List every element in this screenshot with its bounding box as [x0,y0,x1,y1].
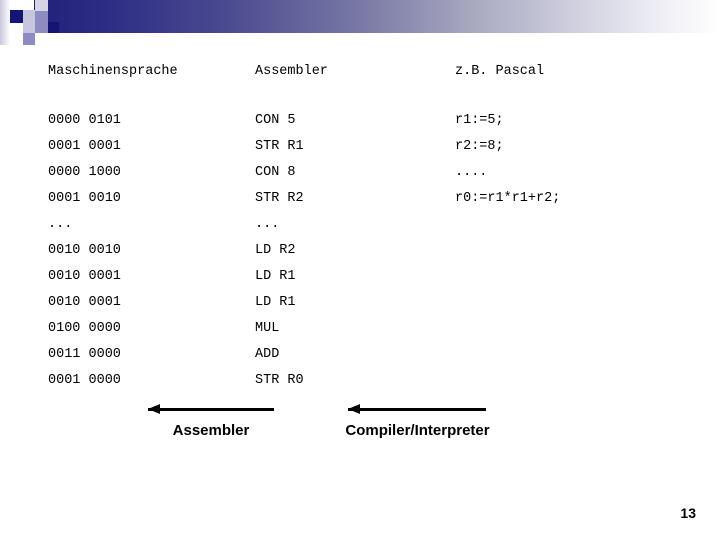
decor-square-mid-c [23,33,35,45]
decor-square-white-a [10,0,23,10]
machine-code-column: 0000 0101 0001 0001 0000 1000 0001 0010 … [48,113,121,388]
decor-square-mid-a [35,11,48,22]
decor-square-navy [10,10,23,23]
decor-square-pale-c [23,22,35,33]
column-header-highlevel: z.B. Pascal [455,64,545,79]
arrow-head-left-icon [148,404,160,414]
arrow-line [148,408,274,411]
header-gradient-band [34,0,720,33]
column-header-machine: Maschinensprache [48,64,178,79]
page-number: 13 [680,505,696,521]
pascal-code-column: r1:=5; r2:=8; .... r0:=r1*r1+r2; [455,113,561,206]
decor-square-pale-a [23,10,35,22]
decor-square-pale-b [35,0,48,11]
arrow-line [348,408,486,411]
arrow-head-left-icon [348,404,360,414]
left-accent-strip [0,0,10,45]
assembler-code-column: CON 5 STR R1 CON 8 STR R2 ... LD R2 LD R… [255,113,304,388]
arrow-label-assembler: Assembler [172,422,250,439]
arrow-label-compiler: Compiler/Interpreter [345,422,490,439]
decor-square-mid-b [35,22,48,33]
column-header-assembler: Assembler [255,64,328,79]
decor-square-navy-b [48,22,59,33]
